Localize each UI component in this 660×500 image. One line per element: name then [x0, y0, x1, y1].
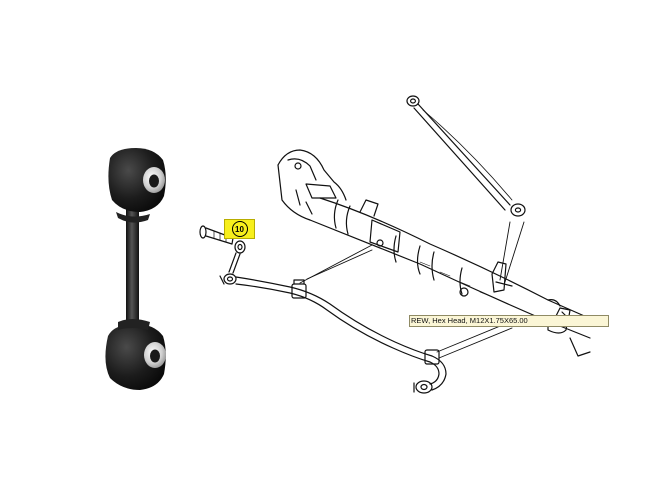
axle-housing: [277, 149, 599, 357]
bottom-bushing: [105, 319, 166, 390]
stabilizer-bar: [235, 276, 447, 394]
leader-lines: [299, 221, 525, 359]
part-tooltip: REW, Hex Head, M12X1.75X65.00: [409, 315, 609, 327]
end-link: [219, 252, 241, 285]
part-number-label: 10: [231, 221, 248, 237]
top-bushing: [108, 148, 166, 223]
upper-control-arm: [406, 95, 526, 217]
part-callout-badge[interactable]: 10: [224, 219, 255, 239]
link-rod: [126, 200, 139, 335]
